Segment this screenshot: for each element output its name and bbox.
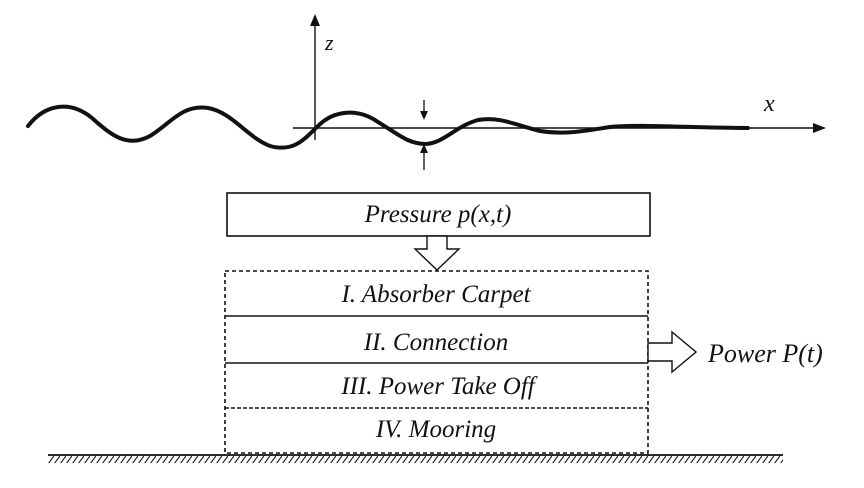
layer-connection: II. Connection [363, 329, 508, 356]
power-output-arrow [647, 330, 698, 374]
layer-mooring: IV. Mooring [375, 416, 496, 443]
z-axis [310, 14, 320, 140]
x-axis-label: x [763, 91, 775, 117]
power-output-label: Power P(t) [707, 339, 823, 368]
layer-power-take-off: III. Power Take Off [340, 373, 538, 400]
pressure-down-arrow [413, 235, 461, 271]
z-axis-label: z [324, 30, 334, 55]
device-outline [224, 270, 649, 454]
seabed [48, 454, 783, 463]
wave-curve [26, 104, 750, 150]
amplitude-arrows [420, 100, 428, 170]
pressure-label: Pressure p(x,t) [364, 201, 512, 228]
layer-absorber-carpet: I. Absorber Carpet [340, 281, 531, 308]
